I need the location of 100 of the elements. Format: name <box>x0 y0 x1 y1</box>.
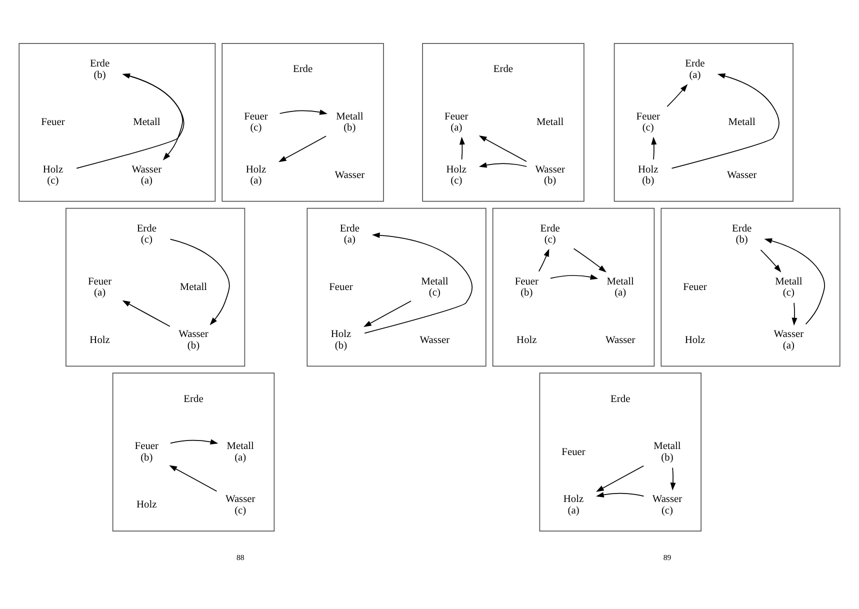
node-text: Metall <box>728 116 756 128</box>
arrow <box>170 438 218 444</box>
node-label: (b) <box>344 122 356 134</box>
cluster <box>422 42 584 202</box>
node-label: (c) <box>450 175 462 186</box>
arrow <box>671 72 780 168</box>
node-text: Metall <box>226 440 254 452</box>
arrow <box>279 109 328 114</box>
node-text: Erde <box>540 222 560 234</box>
node-text: Erde <box>293 64 313 75</box>
node-label: (b) <box>94 69 106 80</box>
node-label: (b) <box>140 452 153 463</box>
node-label: (a) <box>234 452 246 463</box>
node-label: (c) <box>47 175 59 186</box>
cluster <box>18 42 216 202</box>
node-text: Erde <box>610 393 630 404</box>
node-text: Wasser <box>726 169 757 180</box>
node-text: Feuer <box>244 110 268 122</box>
node-text: Metall <box>180 281 208 292</box>
node-text: Wasser <box>535 164 565 175</box>
node-label: (c) <box>642 122 654 134</box>
cluster <box>492 207 655 366</box>
cluster <box>539 372 702 531</box>
arrow <box>169 464 218 492</box>
node-text: Holz <box>563 494 584 505</box>
node-text: Holz <box>90 334 110 346</box>
node-text: Metall <box>654 440 681 452</box>
arrow <box>459 136 465 160</box>
node-text: Wasser <box>774 328 804 340</box>
node-text: Erde <box>493 64 514 75</box>
cluster <box>660 207 840 366</box>
arrow <box>792 302 798 326</box>
node-label: (a) <box>782 340 794 351</box>
node-label: (a) <box>344 234 356 246</box>
arrow <box>122 300 170 326</box>
node-text: Wasser <box>605 334 636 346</box>
cluster <box>112 372 275 531</box>
node-text: Metall <box>336 110 364 122</box>
arrow <box>550 274 598 280</box>
arrow <box>478 135 527 162</box>
node-text: Holz <box>684 334 706 346</box>
node-text: Metall <box>606 276 634 287</box>
arrow <box>596 464 644 492</box>
node-text: Holz <box>516 334 537 346</box>
arrow <box>363 300 412 326</box>
node-text: Feuer <box>636 110 660 122</box>
node-text: Metall <box>133 116 160 128</box>
arrow <box>666 84 688 106</box>
node-label: (b) <box>520 287 533 298</box>
node-text: Metall <box>536 116 564 128</box>
arrow <box>764 238 825 324</box>
node-label: (a) <box>140 175 152 186</box>
label: 88 <box>236 552 244 562</box>
node-text: Wasser <box>225 494 256 505</box>
node-text: Holz <box>42 164 64 175</box>
node-text: Erde <box>90 58 110 69</box>
cluster <box>66 207 246 366</box>
node-text: Metall <box>421 276 448 287</box>
node-label: (a) <box>568 504 580 516</box>
node-label: (c) <box>782 287 794 298</box>
node-label: (b) <box>544 175 556 186</box>
cluster <box>222 42 384 202</box>
arrow <box>573 248 606 272</box>
node-label: (c) <box>661 504 674 516</box>
label: 89 <box>663 552 672 562</box>
node-text: Feuer <box>683 281 707 292</box>
node-text: Holz <box>330 328 352 340</box>
node-text: Erde <box>340 222 360 234</box>
node-text: Feuer <box>329 281 353 292</box>
node-label: (c) <box>544 234 556 246</box>
node-text: Erde <box>184 393 204 404</box>
node-text: Holz <box>638 164 658 175</box>
node-label: (c) <box>234 504 246 516</box>
cluster <box>306 207 486 366</box>
arrow <box>596 492 644 497</box>
node-text: Wasser <box>420 334 450 346</box>
node-label: (b) <box>187 340 200 351</box>
node-label: (c) <box>140 234 152 246</box>
node-text: Feuer <box>88 276 112 287</box>
node-text: Feuer <box>514 276 539 287</box>
node-label: (a) <box>614 287 626 298</box>
node-text: Holz <box>446 164 467 175</box>
arrow <box>364 232 473 334</box>
node-label: (b) <box>334 340 348 351</box>
node-text: Erde <box>685 58 705 69</box>
node-text: Erde <box>732 222 752 234</box>
arrow <box>478 162 528 168</box>
node-text: Wasser <box>334 169 365 180</box>
node-label: (a) <box>94 287 106 298</box>
node-text: Wasser <box>652 494 682 505</box>
arrow <box>670 466 676 490</box>
node-text: Holz <box>136 499 157 510</box>
arrow <box>760 249 782 272</box>
cluster <box>614 42 794 202</box>
node-text: Wasser <box>132 164 162 175</box>
node-label: (b) <box>736 234 748 246</box>
arrow <box>278 135 326 162</box>
node-label: (c) <box>428 287 440 298</box>
arrow <box>76 72 184 168</box>
node-text: Erde <box>136 222 156 234</box>
